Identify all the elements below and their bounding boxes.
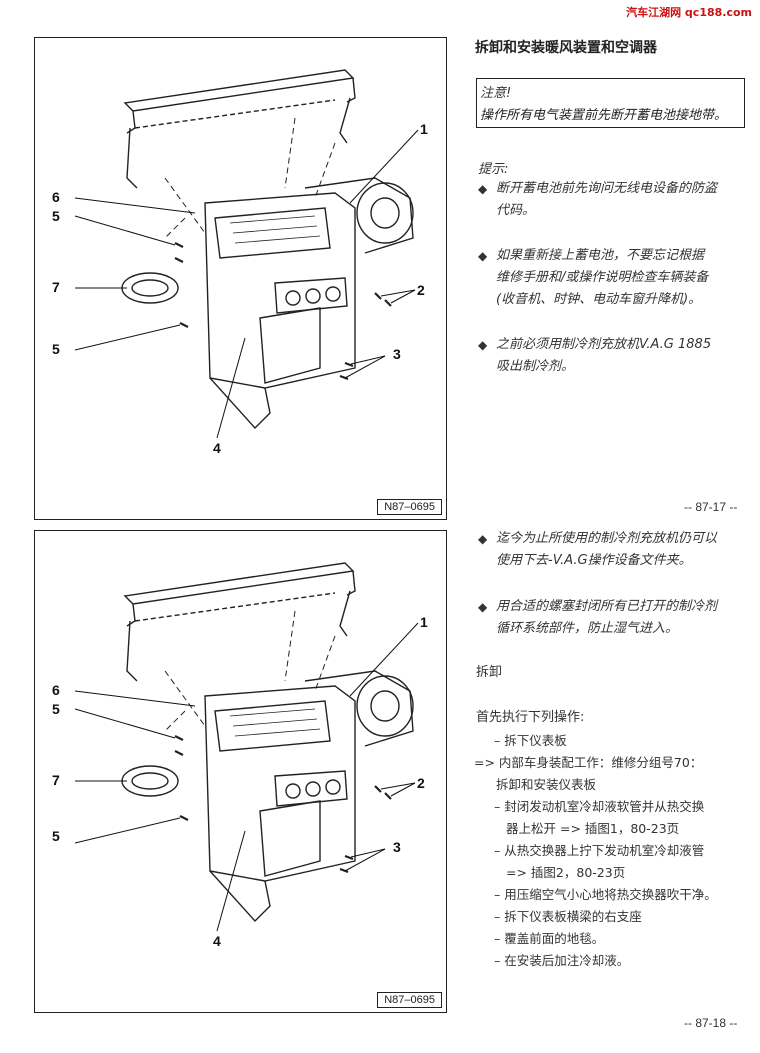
list-item: ◆ 如果重新接上蓄电池，不要忘记根据维修手册和/或操作说明检查车辆装备 (收音机、… <box>478 245 750 311</box>
callout-7: 7 <box>52 772 60 788</box>
callout-6: 6 <box>52 682 60 698</box>
removal-heading: 拆卸 <box>476 665 503 680</box>
callout-7: 7 <box>52 279 60 295</box>
callout-1: 1 <box>420 121 428 137</box>
site-watermark: 汽车江湖网 qc188.com <box>626 6 752 19</box>
diamond-bullet-icon: ◆ <box>478 600 488 614</box>
procedure-step: – 拆下仪表板横梁的右支座 <box>494 909 642 924</box>
callout-4: 4 <box>213 933 221 949</box>
bullet-line: 用合适的螺塞封闭所有已打开的制冷剂 <box>496 599 718 614</box>
exploded-diagram-2: 1 2 3 4 5 5 6 7 N87–0695 <box>34 530 447 1013</box>
bullet-line: 之前必须用制冷剂充放机V.A.G 1885 <box>496 337 712 352</box>
heater-assembly-drawing <box>74 562 419 932</box>
diamond-bullet-icon: ◆ <box>478 338 488 352</box>
caution-box <box>476 78 745 128</box>
procedure-step: – 用压缩空气小心地将热交换器吹干净。 <box>494 887 717 902</box>
callout-5: 5 <box>52 701 60 717</box>
bullet-line: (收音机、时钟、电动车窗升降机)。 <box>496 292 702 307</box>
bullet-line: 循环系统部件，防止湿气进入。 <box>496 621 679 636</box>
hint-label: 提示: <box>478 162 509 177</box>
callout-2: 2 <box>417 282 425 298</box>
bullet-line: 代码。 <box>496 203 536 218</box>
procedure-step: – 封闭发动机室冷却液软管并从热交换 <box>494 799 705 814</box>
intro-text: 首先执行下列操作: <box>476 710 585 725</box>
callout-1: 1 <box>420 614 428 630</box>
section-title: 拆卸和安装暖风装置和空调器 <box>475 40 657 56</box>
procedure-step: – 覆盖前面的地毯。 <box>494 931 605 946</box>
figure-code: N87–0695 <box>377 992 442 1008</box>
procedure-step: 器上松开 => 插图1，80-23页 <box>506 821 680 836</box>
caution-text: 操作所有电气装置前先断开蓄电池接地带。 <box>480 108 728 123</box>
callout-6: 6 <box>52 189 60 205</box>
bullet-line: 吸出制冷剂。 <box>496 359 575 374</box>
heater-assembly-drawing <box>74 69 419 439</box>
diamond-bullet-icon: ◆ <box>478 532 488 546</box>
diamond-bullet-icon: ◆ <box>478 249 488 263</box>
callout-5: 5 <box>52 208 60 224</box>
figure-code: N87–0695 <box>377 499 442 515</box>
procedure-step: => 插图2，80-23页 <box>506 865 626 880</box>
procedure-step: – 从热交换器上拧下发动机室冷却液管 <box>494 843 705 858</box>
list-item: ◆ 用合适的螺塞封闭所有已打开的制冷剂循环系统部件，防止湿气进入。 <box>478 596 750 640</box>
caution-heading: 注意! <box>480 86 512 101</box>
page-number: -- 87-17 -- <box>684 500 738 514</box>
bullet-line: 使用下去-V.A.G操作设备文件夹。 <box>496 553 692 568</box>
procedure-step: – 拆下仪表板 <box>494 733 567 748</box>
bullet-line: 维修手册和/或操作说明检查车辆装备 <box>496 270 709 285</box>
procedure-step: – 在安装后加注冷却液。 <box>494 953 630 968</box>
procedure-step: 拆卸和安装仪表板 <box>496 777 597 792</box>
bullet-line: 迄今为止所使用的制冷剂充放机仍可以 <box>496 531 718 546</box>
callout-3: 3 <box>393 346 401 362</box>
callout-3: 3 <box>393 839 401 855</box>
callout-5: 5 <box>52 341 60 357</box>
exploded-diagram-1: 1 2 3 4 5 5 6 7 N87–0695 <box>34 37 447 520</box>
page-number: -- 87-18 -- <box>684 1016 738 1030</box>
procedure-step: => 内部车身装配工作：维修分组号70： <box>474 755 703 770</box>
bullet-line: 断开蓄电池前先询问无线电设备的防盗 <box>496 181 718 196</box>
list-item: ◆ 断开蓄电池前先询问无线电设备的防盗代码。 <box>478 178 750 222</box>
diamond-bullet-icon: ◆ <box>478 182 488 196</box>
list-item: ◆ 迄今为止所使用的制冷剂充放机仍可以使用下去-V.A.G操作设备文件夹。 <box>478 528 750 572</box>
callout-2: 2 <box>417 775 425 791</box>
bullet-line: 如果重新接上蓄电池，不要忘记根据 <box>496 248 705 263</box>
callout-4: 4 <box>213 440 221 456</box>
list-item: ◆ 之前必须用制冷剂充放机V.A.G 1885 吸出制冷剂。 <box>478 334 750 378</box>
callout-5: 5 <box>52 828 60 844</box>
